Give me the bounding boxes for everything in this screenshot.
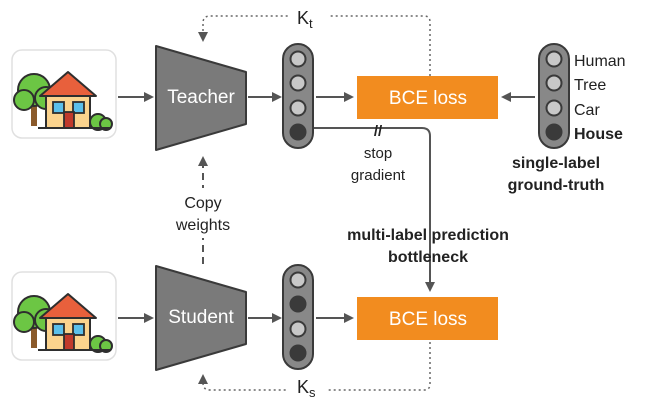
bce-loss-top-label: BCE loss (389, 88, 467, 109)
stop-gradient-arrow (314, 127, 435, 292)
student-output-vector (282, 264, 314, 370)
ground-truth-vector (538, 43, 570, 149)
ks-label: Ks (297, 377, 316, 400)
multi-label-line1: multi-label prediction (347, 227, 509, 244)
stop-gradient-line2: gradient (351, 167, 406, 184)
kt-label: Kt (297, 8, 313, 31)
gt-class-house: House (574, 126, 623, 143)
gt-caption-line2: ground-truth (508, 177, 605, 194)
stop-gradient-line1: stop (364, 145, 392, 162)
copy-weights-line1: Copy (184, 195, 221, 212)
teacher-output-vector (282, 43, 314, 149)
student-input-image-icon (11, 271, 117, 361)
kt-main: K (297, 8, 309, 28)
bce-loss-bottom (357, 297, 498, 340)
bce-loss-top (357, 76, 498, 119)
gt-class-human: Human (574, 53, 626, 70)
teacher-network (155, 45, 247, 151)
teacher-input-image-icon (11, 49, 117, 139)
ks-main: K (297, 377, 309, 397)
copy-weights-line2: weights (175, 217, 230, 234)
gt-caption-line1: single-label (512, 155, 600, 172)
kt-sub: t (309, 16, 313, 31)
student-network (155, 265, 247, 371)
student-label: Student (168, 307, 234, 328)
gt-class-tree: Tree (574, 77, 606, 94)
bce-loss-bottom-label: BCE loss (389, 309, 467, 330)
stop-gradient-mark: // (374, 123, 383, 140)
multi-label-line2: bottleneck (388, 249, 468, 266)
ks-sub: s (309, 385, 316, 400)
gt-class-car: Car (574, 102, 600, 119)
teacher-label: Teacher (167, 87, 235, 108)
